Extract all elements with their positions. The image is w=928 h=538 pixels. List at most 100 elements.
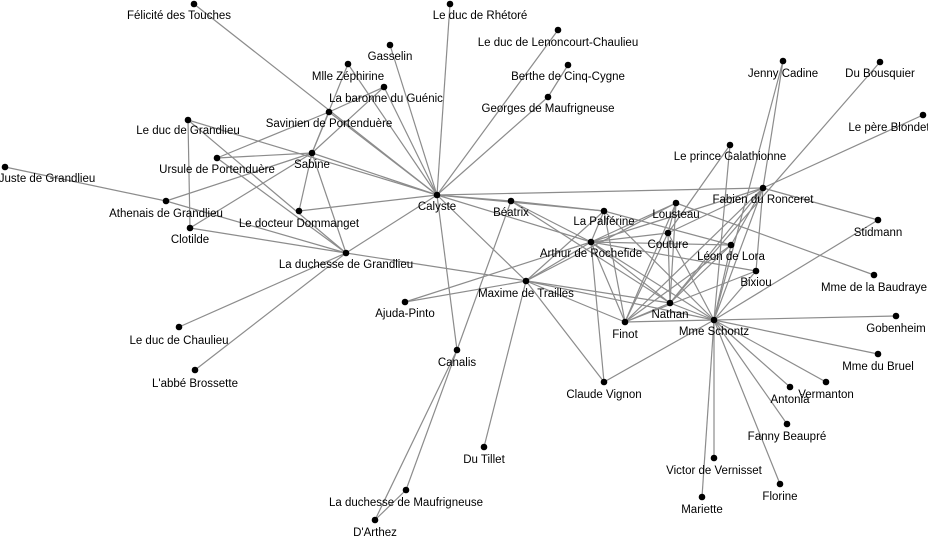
node-le-docteur-dommanget[interactable]: Le docteur Dommanget [239,207,360,230]
node-dot[interactable] [726,141,734,149]
node-dot[interactable] [600,207,608,215]
node-stidmann[interactable]: Stidmann [854,216,903,239]
node-savinien-de-portenduere[interactable]: Savinien de Portenduère [266,108,393,130]
node-du-tillet[interactable]: Du Tillet [463,443,506,466]
node-ursule-de-portenduere[interactable]: Ursule de Portenduère [159,154,275,176]
node-dot[interactable] [446,0,454,8]
node-dot[interactable] [371,516,379,524]
node-arthur-de-rochefide[interactable]: Arthur de Rochefide [540,238,642,260]
node-dot[interactable] [295,207,303,215]
node-dot[interactable] [308,149,316,157]
node-la-baronne-du-guenic[interactable]: La baronne du Guénic [329,83,443,105]
node-beatrix[interactable]: Béatrix [493,197,529,219]
node-dot[interactable] [621,318,629,326]
node-le-duc-de-lenoncourt-chaulieu[interactable]: Le duc de Lenoncourt-Chaulieu [478,26,638,49]
node-dot[interactable] [386,41,394,49]
node-dot[interactable] [710,316,718,324]
node-dot[interactable] [554,26,562,34]
node-dot[interactable] [587,238,595,246]
node-dot[interactable] [184,116,192,124]
node-canalis[interactable]: Canalis [438,346,477,369]
node-la-palferine[interactable]: La Palférine [573,207,635,228]
node-florine[interactable]: Florine [762,480,798,503]
node-mariette[interactable]: Mariette [681,493,723,516]
node-dot[interactable] [453,346,461,354]
node-dot[interactable] [344,60,352,68]
node-dot[interactable] [522,277,530,285]
node-ajuda-pinto[interactable]: Ajuda-Pinto [375,298,435,320]
node-dot[interactable] [776,480,784,488]
node-vermanton[interactable]: Vermanton [798,378,854,401]
node-lousteau[interactable]: Lousteau [652,199,700,221]
node-dot[interactable] [564,61,572,69]
node-l-abbe-brossette[interactable]: L'abbé Brossette [152,366,238,390]
node-dot[interactable] [342,249,350,257]
node-mme-de-la-baudraye[interactable]: Mme de la Baudraye [821,271,927,294]
node-dot[interactable] [325,108,333,116]
node-dot[interactable] [664,229,672,237]
node-dot[interactable] [186,224,194,232]
node-antonia[interactable]: Antonia [770,383,810,406]
node-dot[interactable] [874,216,882,224]
node-finot[interactable]: Finot [612,318,639,341]
node-le-duc-de-grandlieu[interactable]: Le duc de Grandlieu [136,116,240,137]
node-dot[interactable] [786,383,794,391]
node-dot[interactable] [544,93,552,101]
node-dot[interactable] [710,454,718,462]
node-du-bousquier[interactable]: Du Bousquier [845,58,915,80]
node-dot[interactable] [666,299,674,307]
node-dot[interactable] [752,267,760,275]
node-dot[interactable] [698,493,706,501]
node-mme-schontz[interactable]: Mme Schontz [679,316,750,338]
node-berthe-de-cinq-cygne[interactable]: Berthe de Cinq-Cygne [511,61,625,83]
node-dot[interactable] [759,184,767,192]
node-mme-du-bruel[interactable]: Mme du Bruel [842,350,914,373]
node-dot[interactable] [380,83,388,91]
node-clotilde[interactable]: Clotilde [171,224,209,246]
node-dot[interactable] [213,154,221,162]
node-mlle-zephirine[interactable]: Mlle Zéphirine [312,60,384,83]
node-felicite-des-touches[interactable]: Félicité des Touches [127,0,231,22]
node-dot[interactable] [779,57,787,65]
node-la-duchesse-de-grandlieu[interactable]: La duchesse de Grandlieu [279,249,413,271]
node-gasselin[interactable]: Gasselin [368,41,413,63]
node-la-duchesse-de-maufrigneuse[interactable]: La duchesse de Maufrigneuse [329,486,483,509]
node-bixiou[interactable]: Bixiou [740,267,772,289]
node-le-prince-galathionne[interactable]: Le prince Galathionne [674,141,787,163]
node-dot[interactable] [480,443,488,451]
node-dot[interactable] [507,197,515,205]
node-dot[interactable] [402,486,410,494]
node-maxime-de-trailles[interactable]: Maxime de Trailles [478,277,574,300]
node-victor-de-vernisset[interactable]: Victor de Vernisset [666,454,763,477]
node-fanny-beaupre[interactable]: Fanny Beaupré [748,420,827,443]
node-dot[interactable] [870,271,878,279]
node-athenais-de-grandlieu[interactable]: Athenais de Grandlieu [109,197,223,220]
node-dot[interactable] [876,58,884,66]
node-calyste[interactable]: Calyste [418,191,456,213]
node-dot[interactable] [822,378,830,386]
node-dot[interactable] [190,0,198,8]
node-georges-de-maufrigneuse[interactable]: Georges de Maufrigneuse [482,93,615,115]
node-dot[interactable] [175,323,183,331]
node-dot[interactable] [892,312,900,320]
node-claude-vignon[interactable]: Claude Vignon [566,378,642,401]
node-leon-de-lora[interactable]: Léon de Lora [697,241,765,263]
node-dot[interactable] [783,420,791,428]
node-dot[interactable] [600,378,608,386]
node-jenny-cadine[interactable]: Jenny Cadine [748,57,818,80]
node-gobenheim[interactable]: Gobenheim [866,312,926,335]
node-dot[interactable] [672,199,680,207]
node-dot[interactable] [191,366,199,374]
node-dot[interactable] [162,197,170,205]
node-sabine[interactable]: Sabine [294,149,330,171]
node-dot[interactable] [1,163,9,171]
node-dot[interactable] [919,111,927,119]
node-dot[interactable] [727,241,735,249]
node-dot[interactable] [874,350,882,358]
node-fabien-du-ronceret[interactable]: Fabien du Ronceret [712,184,814,206]
node-dot[interactable] [401,298,409,306]
node-d-arthez[interactable]: D'Arthez [353,516,397,538]
node-dot[interactable] [433,191,441,199]
node-le-pere-blondet[interactable]: Le père Blondet [848,111,928,134]
node-le-duc-de-rhetore[interactable]: Le duc de Rhétoré [433,0,528,22]
